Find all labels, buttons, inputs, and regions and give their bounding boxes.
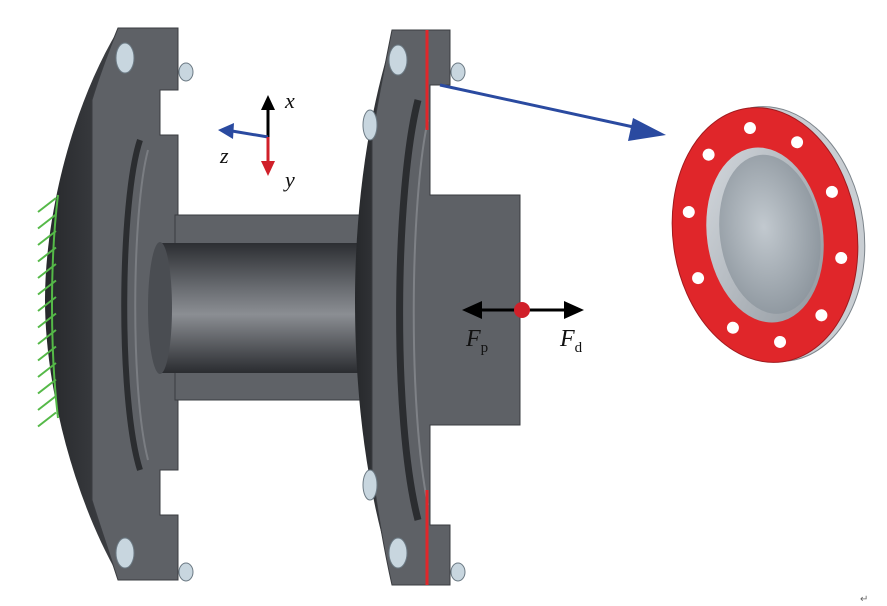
bolt-head: [178, 562, 194, 582]
bolt-head: [450, 62, 466, 82]
hatch-line: [37, 395, 57, 411]
gasket-bolt-hole: [692, 272, 705, 285]
bolt-head: [178, 62, 194, 82]
force-indicator: Fp Fd: [462, 301, 584, 356]
right-flange-section: [371, 29, 521, 586]
right-flange-groove: [396, 99, 422, 521]
bolt-head: [450, 562, 466, 582]
hatch-line: [37, 230, 57, 246]
right-flange: [355, 29, 521, 586]
hatch-line: [37, 279, 57, 296]
bolt-head: [115, 537, 135, 569]
gasket-bolt-hole: [835, 251, 848, 264]
detail-pointer-arrow-icon: [439, 83, 666, 141]
hatch-line: [37, 296, 57, 312]
force-application-point: [514, 302, 530, 318]
gasket-bolt-holes: [682, 122, 848, 348]
hatch-line: [37, 329, 57, 345]
bolt-head: [362, 469, 378, 501]
hatch-line: [37, 263, 57, 279]
hatch-line: [37, 312, 57, 329]
gasket-plate-face: [719, 154, 821, 314]
hatch-line: [37, 213, 57, 230]
pipe-bore-left-end: [148, 242, 172, 374]
bolt-head: [388, 537, 408, 569]
bolts: [115, 42, 466, 582]
hatch-line: [37, 345, 57, 362]
left-flange: [45, 27, 179, 581]
coordinate-axes: x z y: [218, 88, 295, 192]
gasket-bolt-hole: [825, 185, 838, 198]
bolt-head: [115, 42, 135, 74]
z-axis-arrow-icon: [218, 123, 234, 139]
y-axis-label: y: [283, 167, 295, 192]
force-left-arrow-icon: [462, 301, 482, 319]
left-flange-groove: [121, 139, 143, 471]
x-axis-arrow-icon: [261, 95, 275, 110]
gasket-bolt-hole: [743, 122, 756, 135]
gasket-detail: [671, 106, 866, 363]
y-axis-arrow-icon: [261, 161, 275, 176]
hatch-line: [37, 246, 57, 263]
hatch-line: [37, 411, 57, 428]
force-right-arrow-icon: [564, 301, 584, 319]
force-label-fd: Fd: [559, 326, 583, 356]
gasket-bolt-hole: [682, 206, 695, 219]
gasket-bolt-hole: [726, 321, 739, 334]
z-axis-label: z: [219, 143, 229, 168]
gasket-bolt-hole: [774, 335, 787, 348]
x-axis-label: x: [284, 88, 295, 113]
gasket-bolt-hole: [815, 309, 828, 322]
gasket-bolt-hole: [702, 148, 715, 161]
footer-mark: ↵: [860, 594, 868, 605]
bolt-head: [388, 44, 408, 76]
fixed-support-hatch-icon: [37, 194, 59, 428]
hatch-line: [37, 362, 57, 378]
hatch-line: [37, 378, 57, 395]
bolt-head: [362, 109, 378, 141]
force-label-fp: Fp: [465, 326, 488, 356]
gasket-bolt-hole: [791, 136, 804, 149]
hatch-line: [37, 197, 57, 213]
